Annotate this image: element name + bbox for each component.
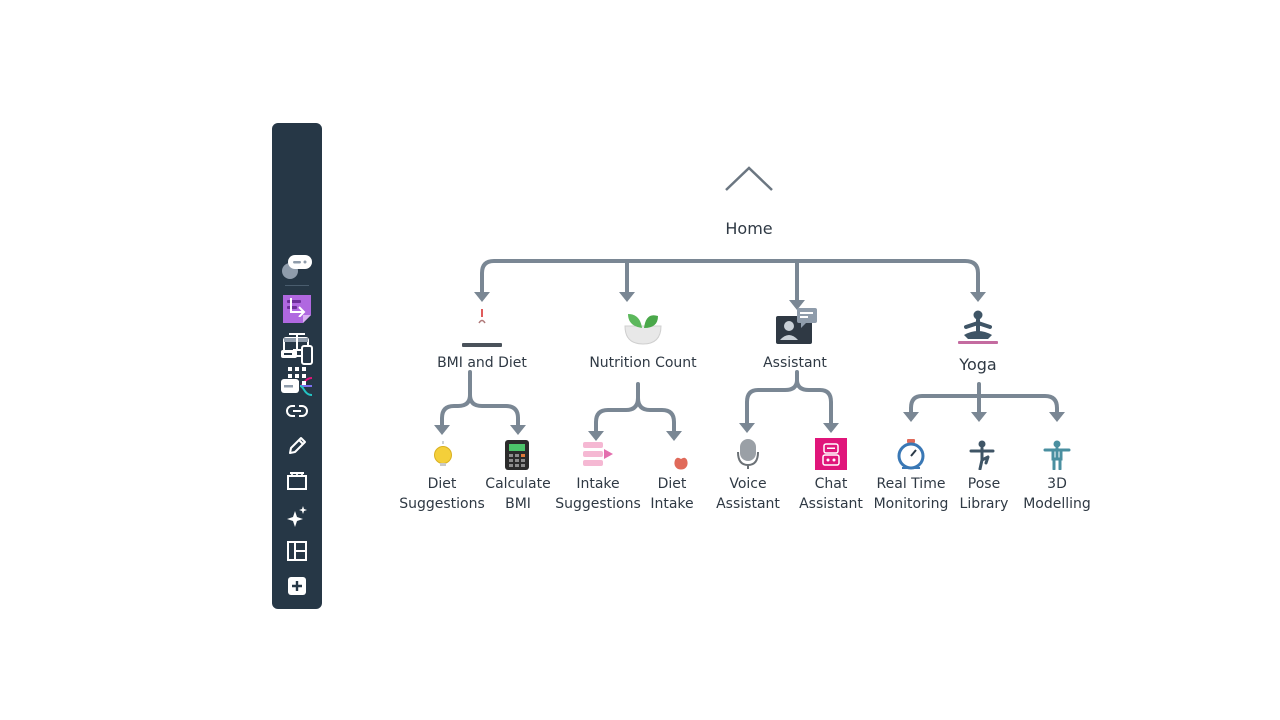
home-chevron-icon bbox=[725, 166, 773, 191]
leaf-real-time-monitoring[interactable]: Real Time Monitoring bbox=[873, 476, 949, 512]
figure-3d-icon bbox=[1043, 440, 1071, 470]
add-more-tool[interactable] bbox=[272, 570, 322, 602]
chatbot-icon bbox=[815, 438, 847, 470]
link-tool[interactable] bbox=[272, 395, 322, 427]
calculator-icon bbox=[505, 440, 529, 470]
text-tool[interactable] bbox=[272, 325, 322, 357]
list-arrow-icon bbox=[583, 442, 613, 466]
yoga-meditation-icon bbox=[958, 310, 998, 344]
mind-map-tool[interactable] bbox=[272, 371, 322, 403]
layout-icon bbox=[287, 541, 307, 561]
mind-map-icon bbox=[281, 377, 313, 396]
pen-tool[interactable] bbox=[272, 430, 322, 462]
leaf-diet-intake[interactable]: Diet Intake bbox=[650, 476, 694, 512]
toolbar bbox=[272, 123, 322, 609]
branch-nutrition-count-label[interactable]: Nutrition Count bbox=[589, 355, 697, 371]
stopwatch-icon bbox=[897, 439, 925, 470]
toolbar-separator bbox=[285, 285, 309, 286]
plus-square-icon bbox=[288, 577, 306, 595]
leaf-pose-library[interactable]: Pose Library bbox=[959, 476, 1009, 512]
apple-icon bbox=[674, 457, 688, 470]
leaf-chat-assistant[interactable]: Chat Assistant bbox=[799, 476, 863, 512]
salad-bowl-icon bbox=[624, 314, 662, 345]
pen-icon bbox=[289, 437, 306, 454]
grid-apps-tool[interactable] bbox=[272, 360, 322, 392]
microphone-icon bbox=[737, 439, 759, 469]
branch-assistant-label[interactable]: Assistant bbox=[763, 355, 827, 371]
leaf-intake-suggestions[interactable]: Intake Suggestions bbox=[555, 476, 641, 512]
leaf-3d-modelling[interactable]: 3D Modelling bbox=[1023, 476, 1091, 512]
grid-dots-icon bbox=[288, 367, 306, 385]
branch-bmi-diet-label[interactable]: BMI and Diet bbox=[437, 355, 527, 371]
layout-tool[interactable] bbox=[272, 535, 322, 567]
weighing-scale-icon bbox=[462, 309, 502, 347]
comment-bubbles-icon bbox=[282, 255, 312, 279]
link-icon bbox=[286, 405, 308, 417]
leaf-calculate-bmi[interactable]: Calculate BMI bbox=[485, 476, 551, 512]
comment-tool[interactable] bbox=[272, 251, 322, 283]
ai-sparkle-tool[interactable] bbox=[272, 500, 322, 532]
text-icon bbox=[289, 333, 305, 351]
frame-icon bbox=[287, 472, 307, 490]
connector-arrow-icon bbox=[290, 298, 306, 317]
branch-yoga-label[interactable]: Yoga bbox=[959, 355, 997, 374]
root-home-label[interactable]: Home bbox=[725, 219, 773, 238]
leaf-voice-assistant[interactable]: Voice Assistant bbox=[716, 476, 780, 512]
yoga-pose-icon bbox=[969, 440, 995, 470]
leaf-diet-suggestions[interactable]: Diet Suggestions bbox=[399, 476, 485, 512]
person-chat-icon bbox=[776, 308, 817, 344]
sparkle-icon bbox=[287, 506, 307, 527]
lightbulb-icon bbox=[434, 441, 452, 466]
connector-tool[interactable] bbox=[272, 290, 322, 322]
frame-tool[interactable] bbox=[272, 465, 322, 497]
